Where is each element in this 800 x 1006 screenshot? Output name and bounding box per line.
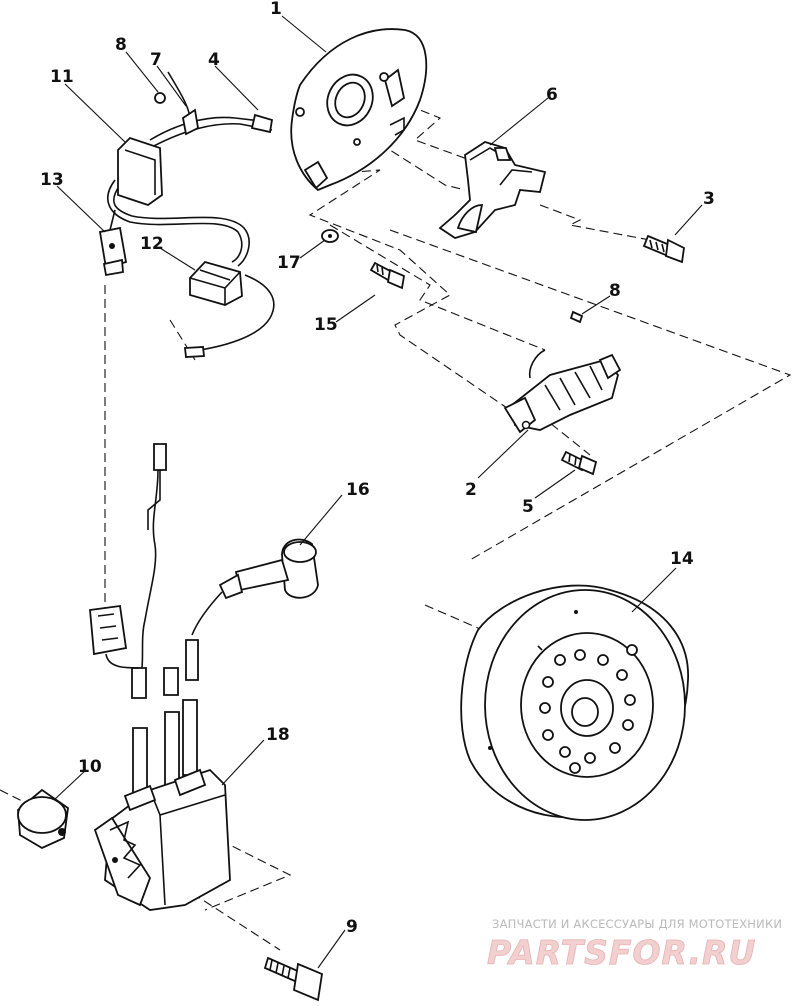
screw-8-right [569,310,584,324]
leader-lines [53,15,703,969]
watermark-brand: PARTSFOR.RU [487,933,756,972]
callout-3: 3 [703,189,715,209]
ignition-module-11 [117,136,163,206]
callout-9: 9 [346,917,358,937]
lighting-coil [503,349,622,434]
callout-8-right: 8 [609,281,621,301]
regulator-12 [189,260,243,306]
callout-10: 10 [78,757,102,777]
connector-13 [98,226,128,277]
callout-11: 11 [50,67,74,87]
callout-14: 14 [670,549,694,569]
callout-12: 12 [140,234,164,254]
callout-6: 6 [546,85,558,105]
callout-4: 4 [208,50,220,70]
callout-18: 18 [266,725,290,745]
bearing-holder [438,141,547,239]
wiring-harness [106,71,275,358]
screw-15 [369,261,406,290]
connector-pair [89,604,141,669]
callout-7: 7 [150,50,162,70]
cap-10 [17,788,69,850]
callout-1: 1 [270,0,282,19]
stator-plate [290,28,428,192]
screw-8-left [154,92,199,136]
callout-2: 2 [465,480,477,500]
coil-leads [131,443,199,801]
screw-3 [642,234,685,264]
spark-plug-cap [191,538,319,636]
watermark: ЗАПЧАСТИ И АКСЕССУАРЫ ДЛЯ МОТОТЕХНИКИ PA… [487,917,782,972]
ignition-coil [93,768,231,911]
bolt-9 [263,956,323,1002]
callout-13: 13 [40,170,64,190]
watermark-subtitle: ЗАПЧАСТИ И АКСЕССУАРЫ ДЛЯ МОТОТЕХНИКИ [492,917,782,931]
washer-17 [321,229,339,243]
flywheel [460,584,689,821]
screw-5 [560,450,598,476]
callout-17: 17 [277,253,301,273]
callout-5: 5 [522,497,534,517]
callout-16: 16 [346,480,370,500]
callout-8-left: 8 [115,35,127,55]
callout-15: 15 [314,315,338,335]
callout-labels: 1 2 3 4 5 6 7 8 8 9 10 11 12 13 14 15 16… [40,0,715,937]
